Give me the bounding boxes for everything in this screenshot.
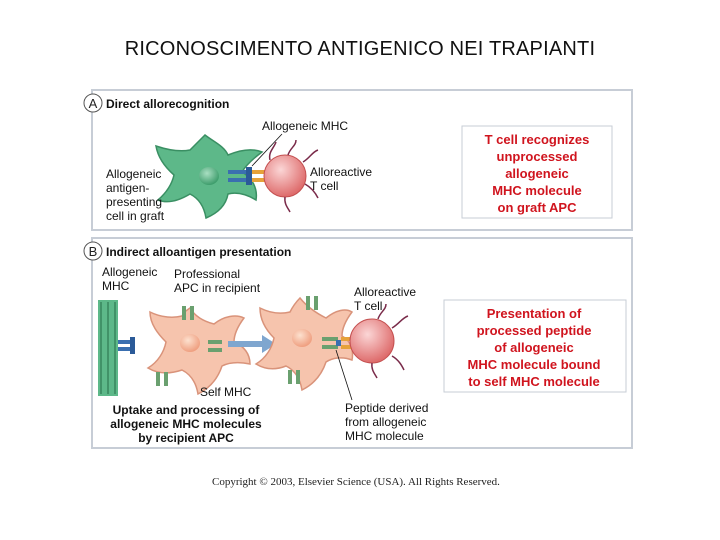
callout-a-box xyxy=(461,125,613,219)
slide-title: RICONOSCIMENTO ANTIGENICO NEI TRAPIANTI xyxy=(124,38,596,60)
copyright-notice: Copyright © 2003, Elsevier Science (USA)… xyxy=(212,476,500,488)
svg-text:cell in graft: cell in graft xyxy=(106,209,165,223)
svg-text:T cell: T cell xyxy=(310,179,338,193)
svg-text:Alloreactive: Alloreactive xyxy=(354,285,416,299)
svg-text:presenting: presenting xyxy=(106,195,162,209)
svg-text:T cell recognizes: T cell recognizes xyxy=(485,132,590,147)
apc-nucleus xyxy=(199,167,219,185)
panel-b-letter: B xyxy=(89,244,98,259)
svg-text:Presentation of: Presentation of xyxy=(487,306,582,321)
t-cell-receptor xyxy=(252,170,266,182)
peptide-self-mhc-complex xyxy=(322,337,351,349)
panel-b-heading: Indirect alloantigen presentation xyxy=(106,245,291,259)
svg-text:to self MHC molecule: to self MHC molecule xyxy=(468,374,599,389)
svg-text:Alloreactive: Alloreactive xyxy=(310,165,372,179)
panel-a-letter-circle xyxy=(83,93,103,113)
label-allogeneic-mhc-b: Allogeneic MHC xyxy=(102,265,157,293)
svg-text:APC in recipient: APC in recipient xyxy=(174,281,261,295)
svg-text:Professional: Professional xyxy=(174,267,240,281)
panel-b: B Indirect alloantigen presentation xyxy=(83,237,633,449)
shed-allogeneic-mhc xyxy=(118,337,135,354)
svg-text:MHC molecule bound: MHC molecule bound xyxy=(468,357,601,372)
callout-b-box xyxy=(443,299,627,393)
allogeneic-mhc-molecule xyxy=(228,167,252,185)
svg-text:allogeneic: allogeneic xyxy=(505,166,569,181)
graft-tissue xyxy=(98,300,118,396)
svg-text:antigen-: antigen- xyxy=(106,181,149,195)
svg-text:unprocessed: unprocessed xyxy=(497,149,578,164)
svg-text:of allogeneic: of allogeneic xyxy=(494,340,573,355)
presenting-apc-nucleus xyxy=(292,329,312,347)
svg-text:MHC: MHC xyxy=(102,279,130,293)
label-tcell-b: Alloreactive T cell xyxy=(354,285,416,313)
t-cell-projections xyxy=(268,139,319,213)
label-apc-a: Allogeneic antigen- presenting cell in g… xyxy=(106,167,165,223)
svg-text:Allogeneic: Allogeneic xyxy=(106,167,161,181)
alloreactive-t-cell xyxy=(263,154,307,198)
label-tcell-a: Alloreactive T cell xyxy=(310,165,372,193)
alloreactive-t-cell-b xyxy=(349,318,395,364)
panel-b-letter-circle xyxy=(83,241,103,261)
svg-text:Peptide derived: Peptide derived xyxy=(345,401,428,415)
recipient-apc-nucleus xyxy=(180,334,200,352)
svg-text:processed peptide: processed peptide xyxy=(477,323,592,338)
svg-text:MHC molecule: MHC molecule xyxy=(492,183,582,198)
label-professional-apc: Professional APC in recipient xyxy=(174,267,261,295)
svg-text:Allogeneic: Allogeneic xyxy=(102,265,157,279)
label-self-mhc: Self MHC xyxy=(200,385,252,399)
callout-b-text: Presentation of processed peptide of all… xyxy=(468,306,601,389)
label-uptake: Uptake and processing of allogeneic MHC … xyxy=(110,403,262,445)
svg-text:MHC molecule: MHC molecule xyxy=(345,429,424,443)
svg-text:T cell: T cell xyxy=(354,299,382,313)
self-mhc-molecules-left xyxy=(156,306,222,386)
panel-a-heading: Direct allorecognition xyxy=(106,97,229,111)
svg-text:Uptake and processing of: Uptake and processing of xyxy=(113,403,261,417)
panel-a-letter: A xyxy=(89,96,98,111)
self-mhc-molecules-right xyxy=(288,296,318,384)
svg-text:from allogeneic: from allogeneic xyxy=(345,415,426,429)
svg-text:on graft APC: on graft APC xyxy=(498,200,578,215)
callout-a-text: T cell recognizes unprocessed allogeneic… xyxy=(485,132,590,215)
processing-arrow xyxy=(228,335,276,353)
recipient-apc-cell xyxy=(146,306,251,396)
t-cell-b-projections xyxy=(371,303,409,379)
svg-text:by recipient APC: by recipient APC xyxy=(138,431,234,445)
panel-a: A Direct allorecognition Allogeneic MHC xyxy=(83,89,633,231)
label-peptide: Peptide derived from allogeneic MHC mole… xyxy=(345,401,428,443)
label-allogeneic-mhc-a: Allogeneic MHC xyxy=(262,119,348,133)
svg-text:allogeneic MHC molecules: allogeneic MHC molecules xyxy=(110,417,262,431)
